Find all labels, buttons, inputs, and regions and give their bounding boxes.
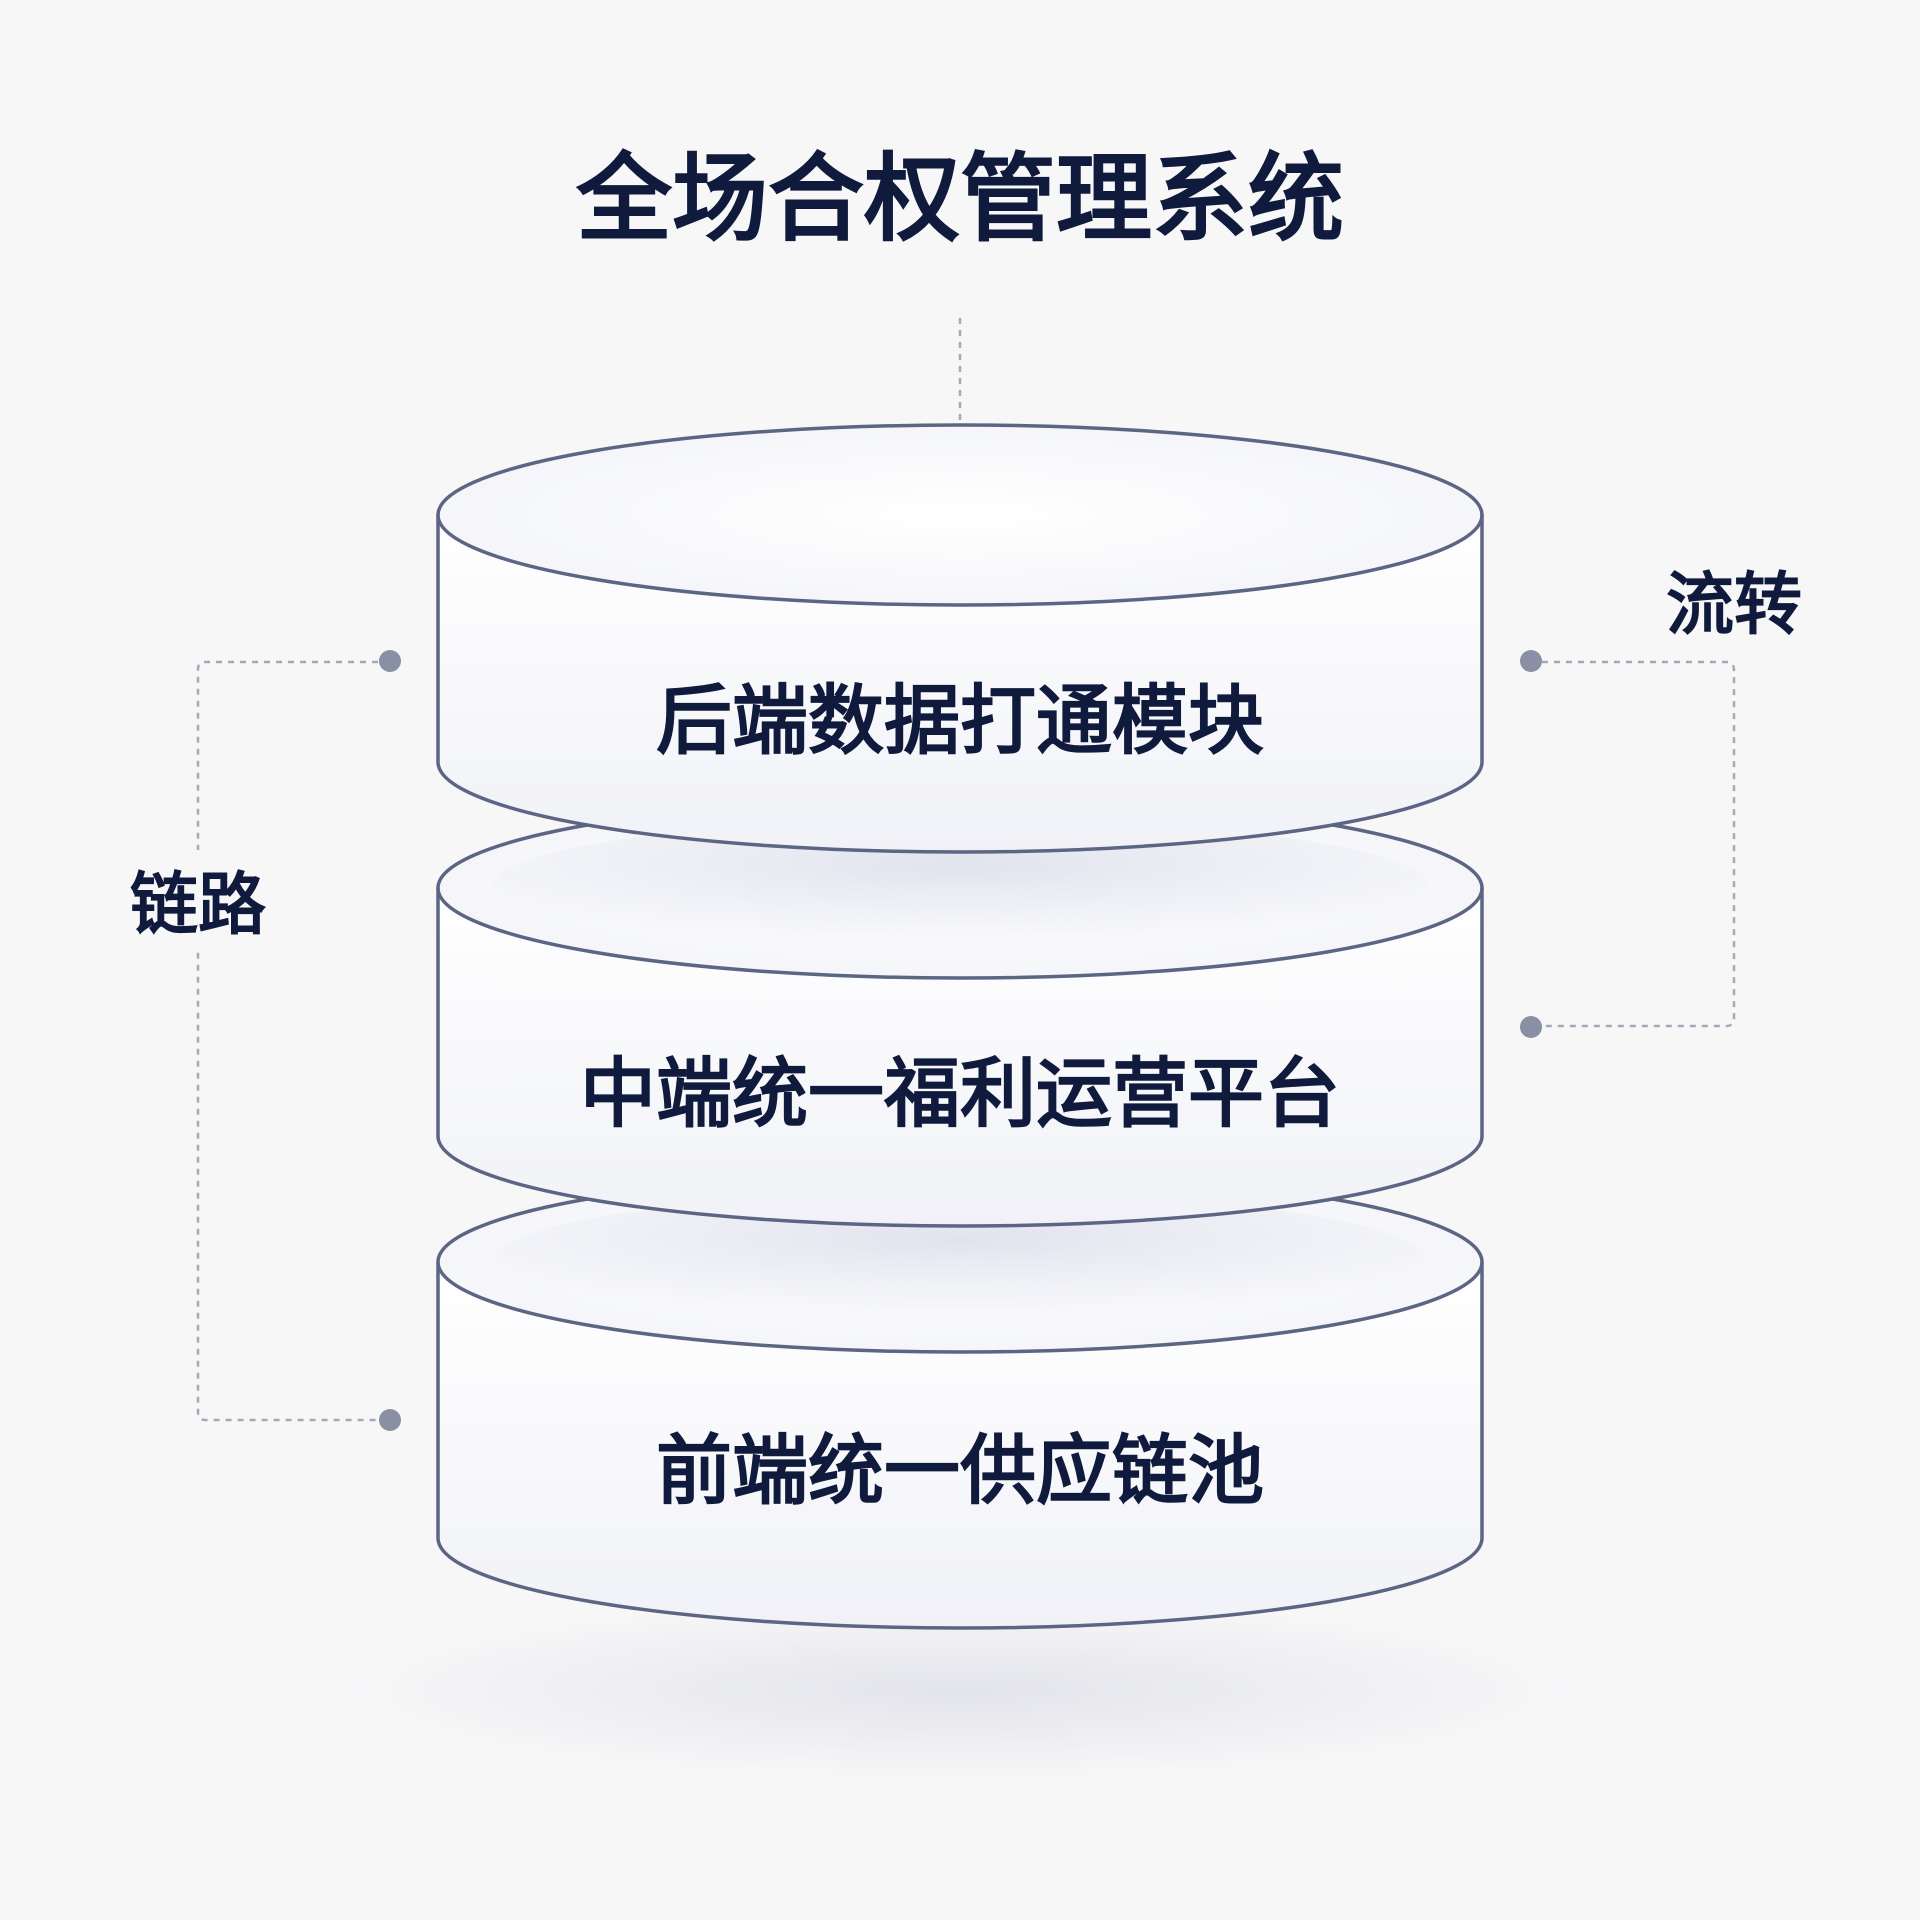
right-bracket-dot-bottom (1520, 1016, 1542, 1038)
layer-disc-back (436, 423, 1484, 854)
disc-outline (436, 1262, 1484, 1630)
disc-body (438, 515, 1482, 852)
left-bracket-line (196, 660, 378, 1422)
left-bracket-dot-bottom (379, 1409, 401, 1431)
right-bracket (1520, 650, 1736, 1038)
disc-body (438, 888, 1482, 1226)
disc-inner-shadow (490, 818, 1430, 958)
right-bracket-line (1542, 660, 1736, 1028)
disc-body (438, 1262, 1482, 1628)
layer-label-middle: 中端统一福利运营平台 (580, 1049, 1340, 1138)
left-label-backdrop (118, 850, 278, 950)
layer-label-front: 前端统一供应链池 (656, 1426, 1264, 1515)
right-bracket-dot-top (1520, 650, 1542, 672)
disc-outline (436, 515, 1484, 854)
layer-disc-front (436, 1170, 1484, 1630)
disc-top-face (438, 425, 1482, 605)
right-side-label: 流转 (1666, 566, 1802, 645)
left-bracket-dot-top (379, 650, 401, 672)
layer-disc-middle (436, 796, 1484, 1228)
ground-shadow (340, 1600, 1580, 1780)
disc-outline (436, 888, 1484, 1228)
disc-inner-shadow (490, 1192, 1430, 1332)
diagram-title: 全场合权管理系统 (575, 143, 1344, 255)
layer-label-back: 后端数据打通模块 (656, 676, 1264, 765)
left-bracket (196, 650, 401, 1431)
left-side-label: 链路 (130, 866, 267, 945)
disc-top-outline (436, 423, 1484, 607)
